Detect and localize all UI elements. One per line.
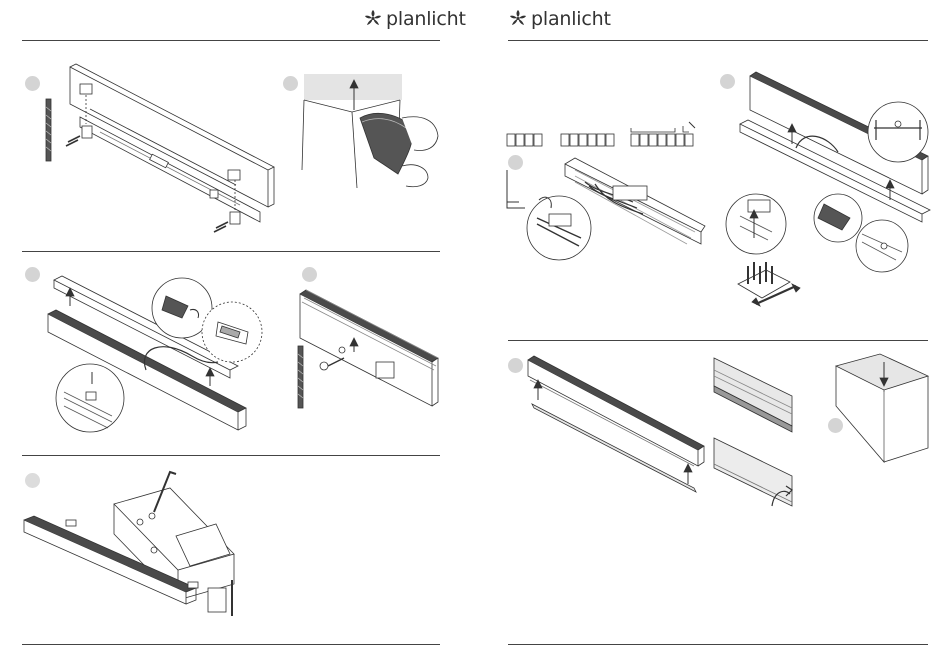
illustration-ceiling-screw	[296, 286, 440, 410]
illustration-insert-diffuser	[524, 350, 708, 500]
illustration-remove-film	[302, 70, 442, 190]
header-rule-right	[508, 40, 928, 41]
step-badge	[25, 76, 40, 91]
illustration-mount-brackets	[40, 62, 280, 242]
step-badge	[25, 267, 40, 282]
brand-logo-right: planlicht	[508, 8, 611, 30]
section-rule-right-1	[508, 340, 928, 341]
planlicht-logo-icon	[363, 8, 383, 30]
footer-rule-right	[508, 644, 928, 645]
step-badge	[508, 358, 523, 373]
step-badge	[283, 76, 298, 91]
illustration-clip-gear-tray	[42, 266, 272, 438]
brand-logo-left: planlicht	[363, 8, 466, 30]
brand-name: planlicht	[531, 8, 611, 30]
section-rule-left-2	[22, 455, 440, 456]
header-rule-left	[22, 40, 440, 41]
illustration-end-cap	[832, 352, 928, 464]
planlicht-logo-icon	[508, 8, 528, 30]
section-rule-left-1	[22, 251, 440, 252]
illustration-diffuser-detail	[712, 356, 796, 516]
step-badge	[302, 267, 317, 282]
brand-name: planlicht	[386, 8, 466, 30]
illustration-connect-driver-tray	[726, 70, 932, 322]
footer-rule-left	[22, 644, 440, 645]
illustration-side-mount	[20, 464, 248, 636]
illustration-wire-terminal	[505, 122, 705, 264]
